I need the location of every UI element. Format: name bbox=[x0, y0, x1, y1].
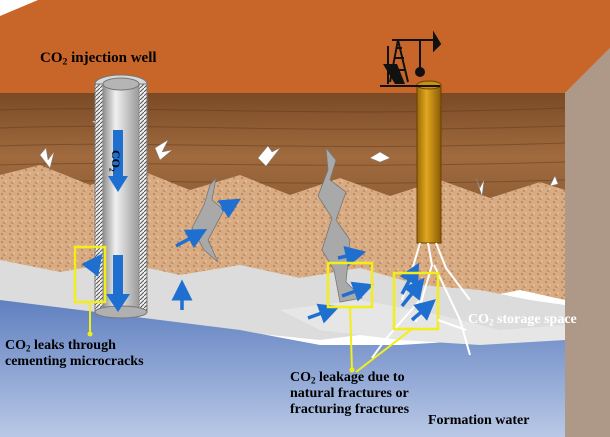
highlight-fracturing bbox=[392, 271, 440, 331]
storage-space-label: CO2 storage space bbox=[468, 312, 577, 328]
injection-well-label: CO2 injection well bbox=[40, 50, 157, 67]
formation-water bbox=[0, 300, 565, 437]
storage-space-suffix: storage space bbox=[493, 312, 577, 327]
injection-well: CO₂ bbox=[94, 74, 148, 319]
flow-arrows bbox=[81, 198, 436, 324]
injection-well-label-prefix: CO bbox=[40, 50, 63, 66]
fracture-leak-line1: CO2 leakage due to bbox=[290, 370, 409, 386]
injection-well-label-suffix: injection well bbox=[67, 50, 157, 66]
callout-dots bbox=[87, 331, 355, 373]
fracture-leak-line2: natural fractures or bbox=[290, 386, 409, 402]
well-pipe-text: CO₂ bbox=[109, 150, 123, 172]
cement-leak-prefix: CO bbox=[5, 338, 26, 353]
injection-well-label-sub: 2 bbox=[62, 56, 68, 68]
block-side-face bbox=[565, 48, 610, 437]
storage-pointer-line bbox=[437, 319, 467, 331]
cement-leak-suffix: leaks through bbox=[30, 338, 116, 353]
cement-leak-line2: cementing microcracks bbox=[5, 354, 144, 370]
ground-surface bbox=[0, 0, 610, 93]
fracture-leak-suffix: leakage due to bbox=[315, 370, 405, 385]
fracture-leak-label: CO2 leakage due to natural fractures or … bbox=[290, 370, 409, 418]
formation-water-label: Formation water bbox=[428, 413, 530, 428]
cement-leak-line1: CO2 leaks through bbox=[5, 338, 144, 354]
fracture-leak-line3: fracturing fractures bbox=[290, 402, 410, 418]
storage-space-sub: 2 bbox=[489, 317, 494, 328]
fracture-leak-sub: 2 bbox=[311, 375, 316, 386]
fracture-leak-prefix: CO bbox=[290, 370, 311, 385]
production-well bbox=[371, 30, 471, 359]
cement-leak-sub: 2 bbox=[26, 343, 31, 354]
cement-leak-label: CO2 leaks through cementing microcracks bbox=[5, 338, 144, 370]
callout-lines bbox=[89, 302, 413, 373]
perforation-fractures bbox=[371, 242, 471, 359]
storage-space-prefix: CO bbox=[468, 312, 489, 327]
pumpjack-icon bbox=[380, 30, 442, 87]
